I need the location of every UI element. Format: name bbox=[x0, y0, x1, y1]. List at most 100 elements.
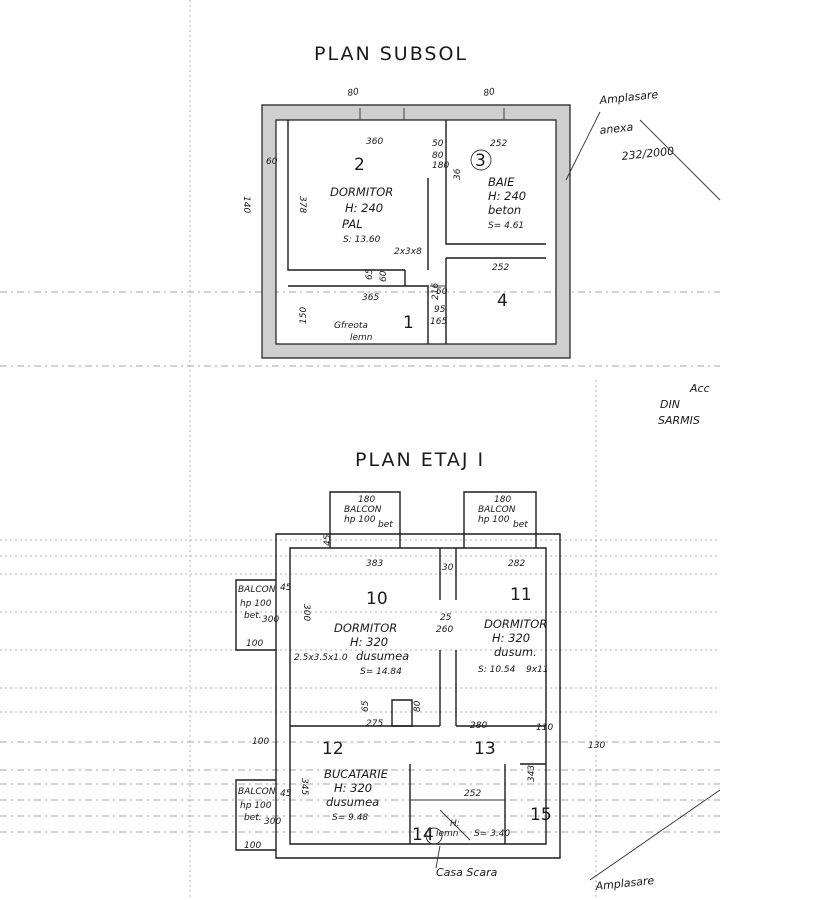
svg-text:232/2000: 232/2000 bbox=[621, 145, 675, 163]
room-4-num: 4 bbox=[497, 291, 508, 311]
room-11-name: DORMITOR bbox=[484, 617, 547, 631]
svg-text:65: 65 bbox=[365, 268, 375, 280]
casa-scara-leader bbox=[435, 845, 441, 869]
room-10-extra: 2.5x3.5x1.0 bbox=[294, 653, 348, 663]
room-12-area: S= 9.48 bbox=[332, 813, 368, 823]
room-3-num: 3 bbox=[475, 151, 486, 171]
svg-text:300: 300 bbox=[301, 604, 311, 621]
svg-text:110: 110 bbox=[536, 723, 553, 733]
svg-text:30: 30 bbox=[442, 563, 454, 573]
balcon-left-top-line1: hp 100 bbox=[240, 599, 272, 609]
svg-text:252: 252 bbox=[490, 139, 507, 149]
svg-text:216: 216 bbox=[431, 283, 441, 300]
svg-text:36: 36 bbox=[453, 168, 463, 180]
svg-text:378: 378 bbox=[297, 196, 307, 213]
etaj-walls bbox=[235, 491, 561, 859]
room-3-floor: beton bbox=[488, 203, 521, 217]
room-3-area: S= 4.61 bbox=[488, 221, 524, 231]
plan-subsol: PLAN SUBSOL 2 DORMITOR H: 240 PAL S: 13.… bbox=[241, 43, 721, 427]
room-3-circle bbox=[470, 149, 492, 171]
svg-text:345: 345 bbox=[299, 778, 309, 795]
svg-text:Amplasare: Amplasare bbox=[598, 88, 659, 107]
svg-text:60: 60 bbox=[379, 270, 389, 282]
room-11-num: 11 bbox=[510, 585, 532, 605]
svg-text:60: 60 bbox=[266, 157, 278, 167]
svg-text:Acc: Acc bbox=[689, 382, 710, 395]
svg-text:365: 365 bbox=[362, 293, 379, 303]
svg-text:80: 80 bbox=[413, 700, 423, 712]
room-10-num: 10 bbox=[366, 589, 388, 609]
svg-text:anexa: anexa bbox=[599, 121, 634, 137]
room-10-height: H: 320 bbox=[350, 635, 388, 649]
svg-text:SARMIS: SARMIS bbox=[658, 414, 700, 427]
svg-text:260: 260 bbox=[436, 625, 453, 635]
room-14-circle bbox=[425, 827, 443, 845]
svg-text:252: 252 bbox=[464, 789, 481, 799]
svg-text:80: 80 bbox=[483, 87, 496, 99]
svg-text:282: 282 bbox=[508, 559, 525, 569]
etaj-title: PLAN ETAJ I bbox=[355, 449, 485, 471]
balcon-left-bottom-dim: 300 bbox=[264, 817, 281, 827]
svg-text:343: 343 bbox=[527, 765, 537, 782]
svg-text:80: 80 bbox=[432, 151, 444, 161]
room-11-extra: 9x11 bbox=[526, 665, 549, 675]
scan-lines bbox=[0, 0, 720, 900]
svg-text:45: 45 bbox=[280, 789, 292, 799]
casa-scara-label: Casa Scara bbox=[436, 866, 498, 879]
svg-text:25: 25 bbox=[440, 613, 452, 623]
balcon-top1-label: BALCON bbox=[344, 505, 382, 515]
room-10-area: S= 14.84 bbox=[360, 667, 402, 677]
room-11-floor: dusum. bbox=[494, 645, 537, 659]
room-1-floor: lemn bbox=[350, 333, 373, 343]
balcon-top2-line2: bet bbox=[513, 520, 528, 530]
svg-text:100: 100 bbox=[246, 639, 263, 649]
bottom-amplasare-note: Amplasare bbox=[594, 874, 655, 893]
balcon-top2-dim: 180 bbox=[494, 495, 511, 505]
balcon-left-top-label: BALCON bbox=[238, 585, 276, 595]
svg-text:383: 383 bbox=[366, 559, 383, 569]
svg-text:100: 100 bbox=[244, 841, 261, 851]
balcon-top1-line1: hp 100 bbox=[344, 515, 376, 525]
svg-text:280: 280 bbox=[470, 721, 487, 731]
balcon-left-bottom-line2: bet. bbox=[244, 813, 262, 823]
subsol-title: PLAN SUBSOL bbox=[314, 43, 468, 65]
balcon-top1-dim: 180 bbox=[358, 495, 375, 505]
svg-text:50: 50 bbox=[436, 287, 448, 297]
subsol-interior-walls bbox=[287, 108, 546, 344]
svg-text:165: 165 bbox=[430, 317, 447, 327]
room-12-name: BUCATARIE bbox=[324, 767, 389, 781]
room-1-num: 1 bbox=[403, 313, 414, 333]
room-15-num: 15 bbox=[530, 805, 552, 825]
subsol-dimensions: 360 80 252 80 180 50 80 60 140 378 36 2x… bbox=[241, 87, 509, 327]
room-12-num: 12 bbox=[322, 739, 344, 759]
room-13-num: 13 bbox=[474, 739, 496, 759]
room-11-area: S: 10.54 bbox=[478, 665, 516, 675]
room-3-name: BAIE bbox=[488, 175, 515, 189]
subsol-outer-wall bbox=[261, 104, 571, 359]
balcon-left-bottom-line1: hp 100 bbox=[240, 801, 272, 811]
balcon-left-top-line2: bet. bbox=[244, 611, 262, 621]
room-10-floor: dusumea bbox=[356, 649, 409, 663]
room-2-num: 2 bbox=[354, 155, 365, 175]
balcon-top1-line2: bet bbox=[378, 520, 393, 530]
bottom-leader-line bbox=[589, 789, 721, 881]
svg-text:360: 360 bbox=[366, 137, 383, 147]
room-3-height: H: 240 bbox=[488, 189, 526, 203]
svg-text:252: 252 bbox=[492, 263, 509, 273]
balcon-top2-label: BALCON bbox=[478, 505, 516, 515]
room-2-height: H: 240 bbox=[345, 201, 383, 215]
svg-text:65: 65 bbox=[361, 700, 371, 712]
room-2-name: DORMITOR bbox=[330, 185, 393, 199]
svg-text:95: 95 bbox=[434, 305, 446, 315]
svg-text:275: 275 bbox=[366, 719, 383, 729]
svg-text:100: 100 bbox=[252, 737, 269, 747]
room-12-floor: dusumea bbox=[326, 795, 379, 809]
svg-text:150: 150 bbox=[299, 307, 309, 324]
svg-text:180: 180 bbox=[432, 161, 449, 171]
svg-text:50: 50 bbox=[432, 139, 444, 149]
room-2-floor: PAL bbox=[342, 217, 363, 231]
svg-text:DIN: DIN bbox=[660, 398, 680, 411]
subsol-notes: Amplasare anexa 232/2000 Acc DIN SARMIS bbox=[565, 88, 721, 427]
svg-text:2x3x8: 2x3x8 bbox=[394, 247, 422, 257]
